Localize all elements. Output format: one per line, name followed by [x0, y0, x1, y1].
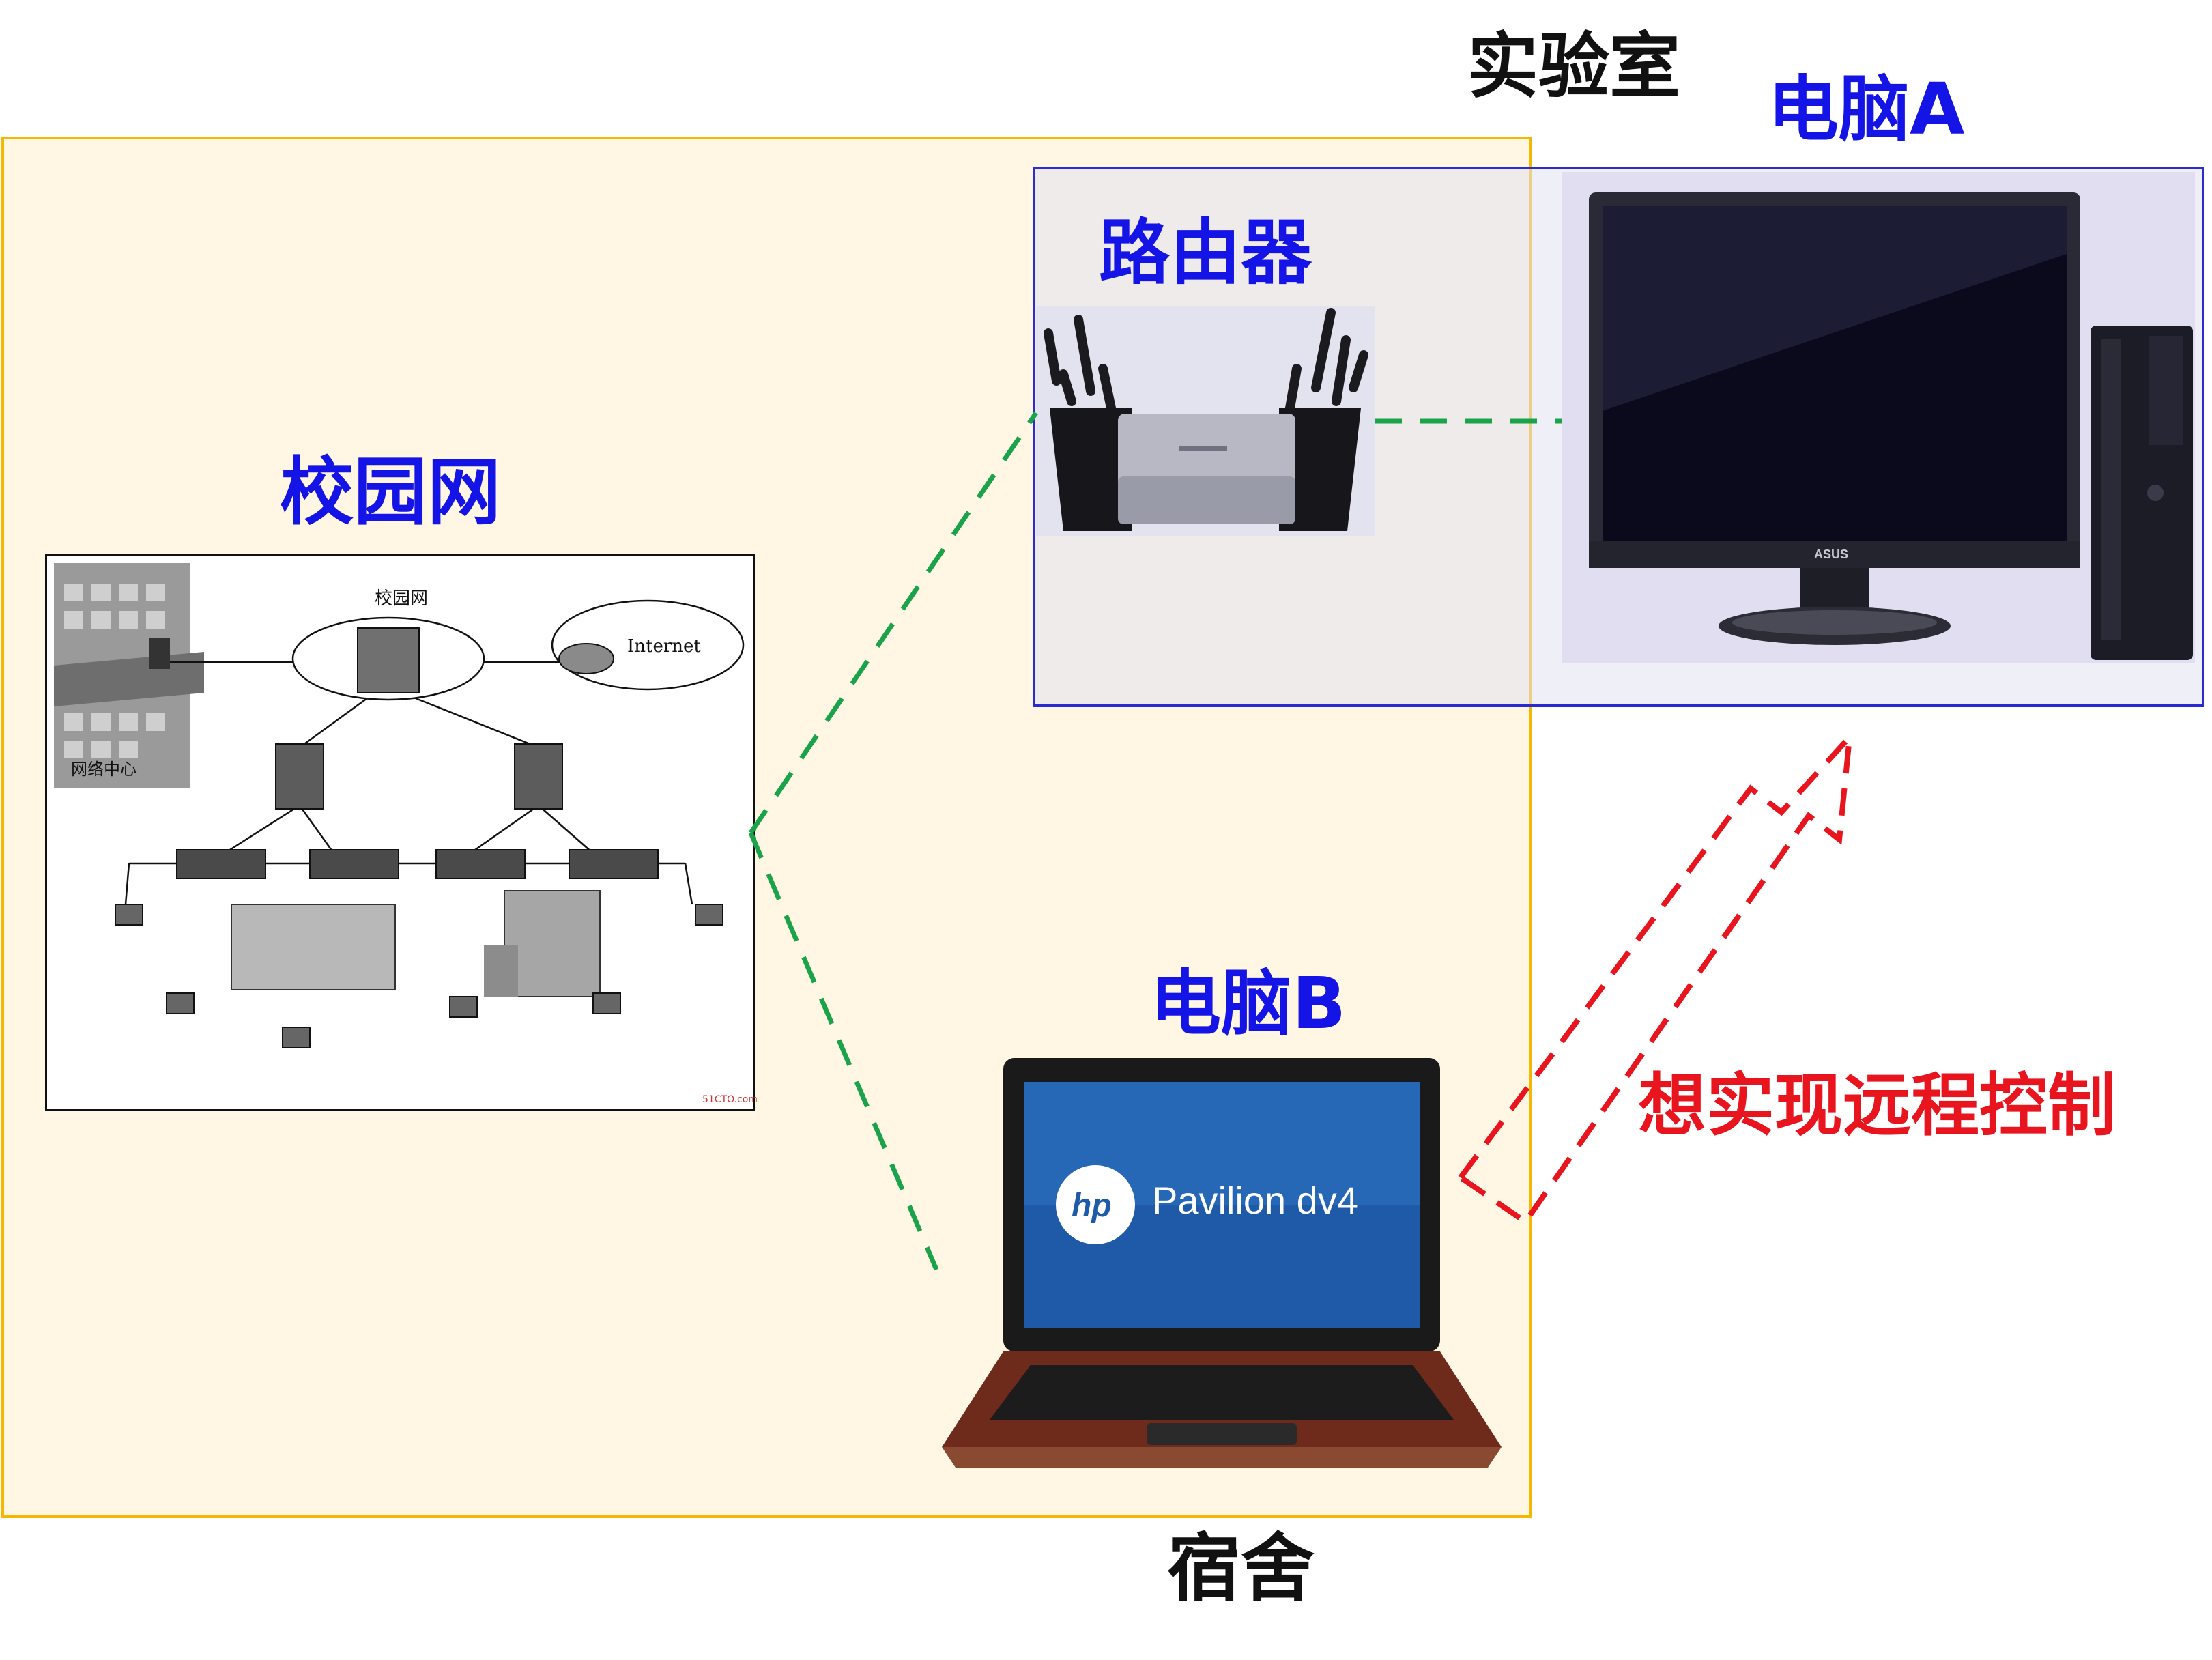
diagram-watermark: 51CTO.com [702, 1094, 758, 1105]
network-topology-icon: 网络中心 校园网 Internet [45, 554, 758, 1111]
lab-label: 实验室 [1467, 25, 1681, 108]
router-icon [1036, 306, 1375, 536]
remote-control-label: 想实现远程控制 [1638, 1065, 2116, 1145]
computer-b-label: 电脑B [1150, 962, 1347, 1045]
arrow-icon [1456, 729, 1854, 1226]
dorm-label: 宿舍 [1167, 1526, 1315, 1612]
monitor-brand: ASUS [1814, 547, 1848, 561]
laptop-model: Pavilion dv4 [1152, 1179, 1358, 1222]
campus-network-label: 校园网 [280, 450, 502, 535]
laptop-brand: hp [1072, 1188, 1112, 1224]
router-label: 路由器 [1099, 211, 1312, 294]
computer-a-label: 电脑A [1768, 68, 1965, 151]
desktop-computer-icon: ASUS [1562, 172, 2195, 663]
campus-cloud-label: 校园网 [375, 588, 428, 609]
laptop-icon: hp Pavilion dv4 [935, 1058, 1522, 1474]
link-campus-laptop [748, 831, 939, 1271]
internet-label: Internet [627, 636, 701, 657]
link-campus-router [749, 412, 1038, 834]
network-center-label: 网络中心 [71, 760, 137, 779]
